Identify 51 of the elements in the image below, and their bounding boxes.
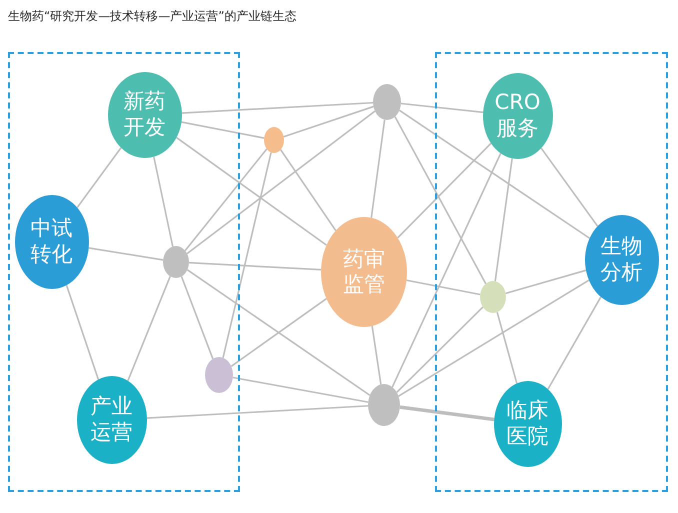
node-label: 药审监管 — [342, 246, 386, 298]
connector-line — [182, 102, 374, 114]
junction-dot — [162, 246, 188, 278]
node-label: 新药开发 — [122, 89, 166, 140]
connector-line — [394, 116, 486, 284]
connector-line — [186, 110, 376, 254]
connector-line — [406, 279, 480, 296]
connector-line — [230, 298, 327, 367]
connector-line — [547, 296, 602, 390]
connector-line — [398, 279, 590, 397]
connector-line — [66, 284, 100, 380]
connector-line — [181, 121, 264, 139]
connector-line — [371, 326, 382, 385]
junction-dot — [480, 280, 506, 312]
connector-line — [188, 262, 322, 271]
connector-line — [153, 156, 174, 247]
connector-line — [540, 148, 598, 227]
connector-line — [184, 148, 268, 252]
connector-line — [146, 405, 368, 419]
connector-line — [283, 106, 374, 138]
connector-line — [370, 120, 386, 218]
node-label: 产业运营 — [89, 394, 134, 445]
connector-line — [127, 276, 171, 382]
connector-line — [222, 152, 272, 358]
node-label: 临床医院 — [505, 398, 550, 449]
connector-line — [392, 153, 502, 388]
connector-line — [398, 110, 590, 239]
connector-line — [232, 376, 368, 403]
connector-line — [496, 312, 518, 384]
group-frame — [8, 52, 240, 492]
connector-line — [280, 149, 336, 231]
connector-line — [176, 136, 327, 246]
junction-dot — [264, 127, 284, 153]
node-label: 中试转化 — [29, 216, 74, 267]
junction-dot — [373, 84, 401, 120]
connector-line — [76, 147, 122, 208]
junction-dot — [204, 356, 232, 392]
group-frame — [435, 52, 668, 492]
connector-line — [180, 276, 214, 360]
connector-line — [186, 269, 370, 396]
connector-line — [397, 142, 492, 238]
node-label: 生物分析 — [599, 234, 644, 285]
connector-line — [400, 405, 494, 422]
connector-line — [400, 102, 484, 114]
connector-line — [505, 270, 586, 294]
diagram-title: 生物药“研究开发—技术转移—产业运营”的产业链生态 — [8, 8, 296, 25]
node-label: CRO服务 — [494, 90, 542, 141]
connector-line — [88, 247, 164, 261]
connector-line — [494, 158, 513, 282]
junction-dot — [368, 384, 400, 426]
connector-line — [396, 306, 484, 393]
